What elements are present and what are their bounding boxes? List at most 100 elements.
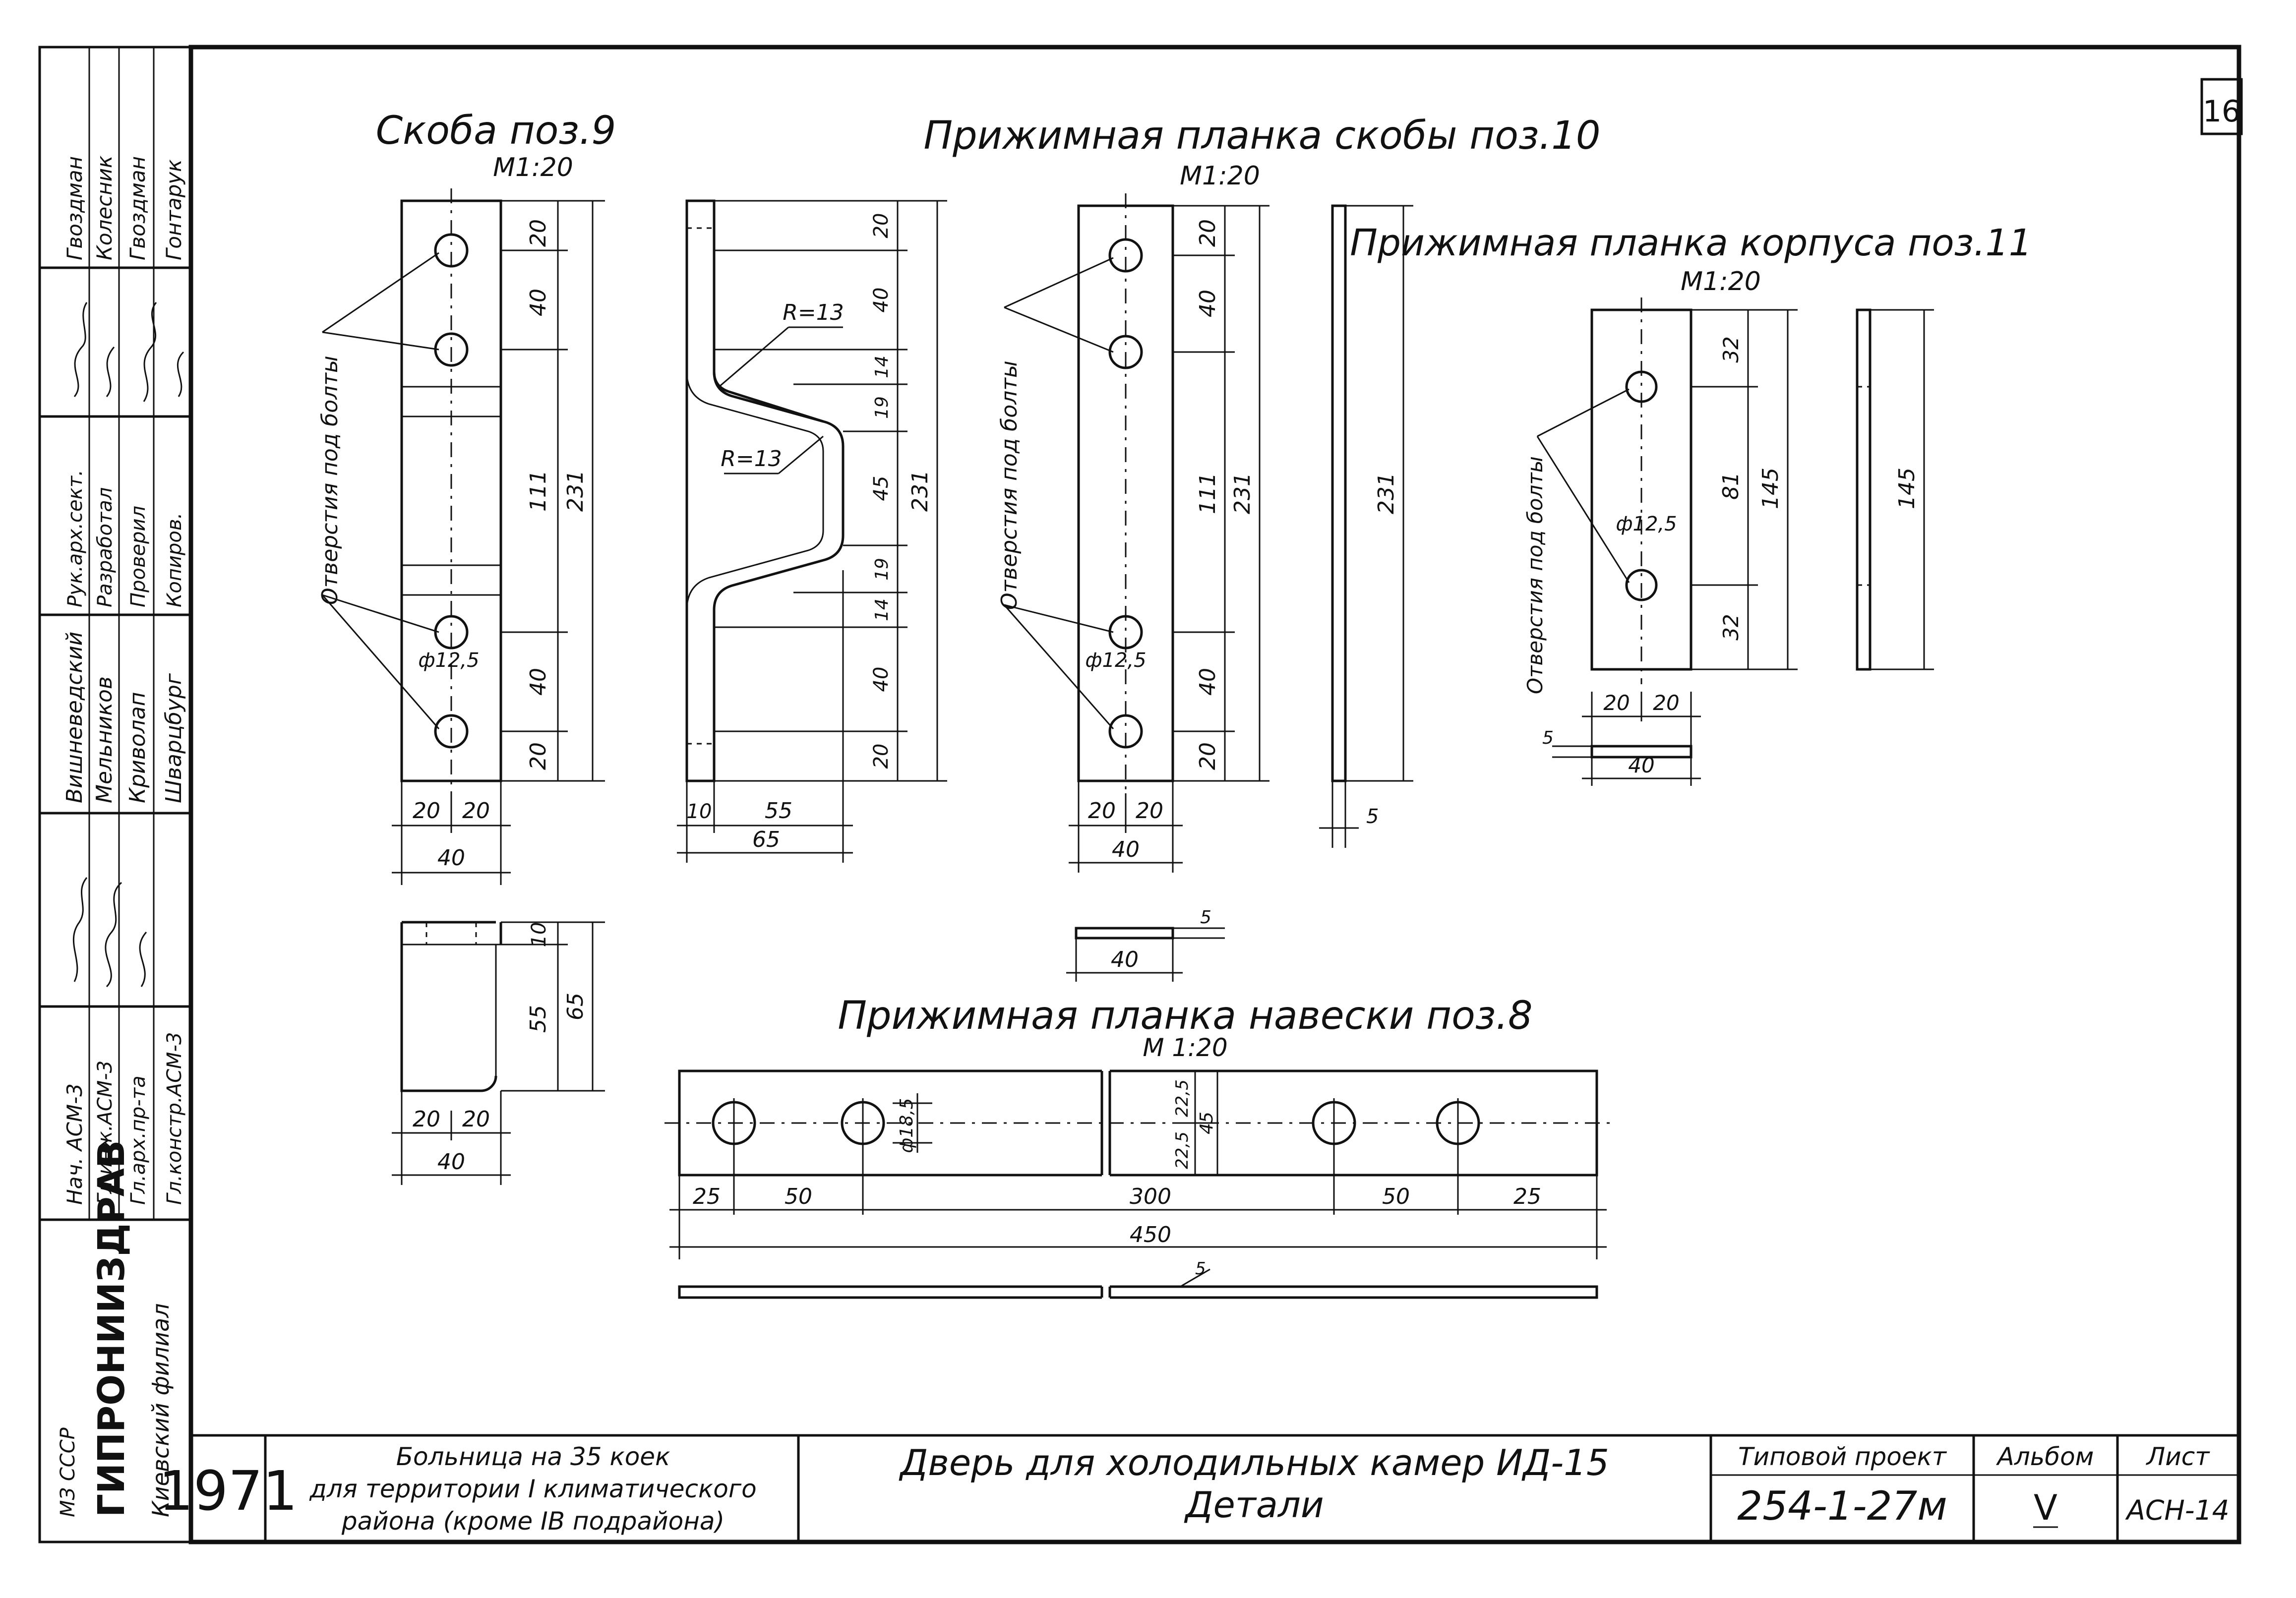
planka8-dim-b3: 300 bbox=[1130, 1184, 1171, 1209]
sheet-number-box: 16 bbox=[2200, 78, 2243, 135]
skoba-top-dim-total: 65 bbox=[563, 993, 588, 1020]
planka8-dim-b5: 25 bbox=[1513, 1184, 1541, 1209]
side-dim-9: 20 bbox=[870, 744, 893, 769]
view-skoba-front: Скоба поз.9 М1:20 Отверстия под болты ф1… bbox=[317, 109, 616, 885]
planka11-dim-total: 145 bbox=[1758, 468, 1783, 509]
side-dim-width: 65 bbox=[752, 827, 780, 852]
view-skoba-side: R=13 R=13 20 40 14 19 45 19 14 40 20 231… bbox=[677, 199, 947, 863]
planka8-dim-r2: 22,5 bbox=[1172, 1131, 1192, 1169]
skoba-top-dim-r2: 55 bbox=[526, 1005, 551, 1033]
stamp-name-2: Мельников bbox=[92, 676, 117, 803]
planka11-note: Отверстия под болты bbox=[1523, 456, 1547, 694]
signature-mark bbox=[72, 877, 88, 982]
planka10-dim-r1: 20 bbox=[1195, 219, 1220, 247]
side-dim-5: 45 bbox=[870, 476, 893, 501]
skoba-dim-r3: 111 bbox=[526, 470, 551, 512]
sheet-number: 16 bbox=[2203, 94, 2240, 129]
planka10-dim-r3: 111 bbox=[1195, 473, 1220, 514]
sheet-label: Лист bbox=[2146, 1442, 2211, 1471]
planka10-note: Отверстия под болты bbox=[997, 360, 1022, 610]
object-line-1: Больница на 35 коек bbox=[396, 1442, 670, 1471]
planka11-dim-b1: 20 bbox=[1603, 691, 1630, 715]
stamp-name-1: Вишневедский bbox=[62, 632, 87, 803]
planka10-title: Прижимная планка скобы поз.10 bbox=[924, 114, 1601, 158]
album-number: V bbox=[2034, 1487, 2057, 1528]
planka10-dim-r2: 40 bbox=[1195, 290, 1220, 317]
skoba-radius-2: R=13 bbox=[721, 446, 782, 472]
signature-mark bbox=[143, 302, 157, 402]
planka11-title: Прижимная планка корпуса поз.11 bbox=[1350, 222, 2032, 264]
view-skoba-top: 10 55 65 20 20 40 bbox=[392, 921, 605, 1185]
planka11-dim-r3: 32 bbox=[1719, 614, 1743, 640]
side-dim-4: 19 bbox=[872, 396, 892, 419]
planka8-dim-height: 45 bbox=[1197, 1112, 1217, 1134]
planka10-dim-total: 231 bbox=[1230, 473, 1255, 514]
planka8-title: Прижимная планка навески поз.8 bbox=[838, 994, 1532, 1038]
drawing-title: Дверь для холодильных камер ИД-15 bbox=[899, 1442, 1609, 1483]
signature-mark bbox=[106, 347, 115, 397]
skoba-scale: М1:20 bbox=[493, 153, 573, 182]
stamp-role-3: Гл.арх.пр-та bbox=[127, 1075, 150, 1205]
planka10-dim-b1: 20 bbox=[1088, 798, 1116, 824]
skoba-dim-width: 40 bbox=[437, 845, 465, 871]
album-label: Альбом bbox=[1996, 1442, 2094, 1471]
view-planka11: Прижимная планка корпуса поз.11 М1:20 От… bbox=[1350, 222, 2032, 786]
planka10-dim-width: 40 bbox=[1112, 837, 1140, 862]
object-line-2: для территории I климатического bbox=[309, 1475, 756, 1503]
skoba-dim-b2: 20 bbox=[462, 798, 490, 824]
skoba-radius-1: R=13 bbox=[783, 300, 844, 325]
side-dim-8: 40 bbox=[870, 667, 893, 692]
skoba-dim-r5: 20 bbox=[526, 742, 551, 770]
object-line-3: района (кроме IВ подрайона) bbox=[341, 1507, 725, 1536]
planka10-dim-r5: 20 bbox=[1195, 742, 1220, 770]
side-dim-1: 20 bbox=[870, 213, 893, 238]
planka11-dim-r2: 81 bbox=[1718, 472, 1744, 500]
side-dim-3: 14 bbox=[872, 355, 892, 378]
year: 1971 bbox=[159, 1459, 298, 1523]
planka10-side-total: 231 bbox=[1374, 473, 1399, 514]
view-planka8: Прижимная планка навески поз.8 М 1:20 ф1… bbox=[665, 994, 1612, 1302]
planka10-small-thickness: 5 bbox=[1200, 907, 1211, 928]
skoba-dim-r4: 40 bbox=[526, 668, 551, 696]
planka8-dim-b4: 50 bbox=[1382, 1184, 1410, 1209]
skoba-note: Отверстия под болты bbox=[317, 355, 343, 605]
side-dim-6: 19 bbox=[872, 558, 892, 581]
signature-mark bbox=[139, 932, 147, 987]
skoba-dim-b1: 20 bbox=[413, 798, 440, 824]
planka8-hole-label: ф18,5 bbox=[897, 1098, 917, 1153]
stamp-name-6: Колесник bbox=[92, 155, 117, 260]
planka8-thickness: 5 bbox=[1195, 1259, 1206, 1279]
planka8-dim-total: 450 bbox=[1130, 1222, 1171, 1247]
planka11-hole-label: ф12,5 bbox=[1616, 513, 1677, 535]
planka8-dim-b2: 50 bbox=[785, 1184, 812, 1209]
planka10-dim-r4: 40 bbox=[1195, 668, 1220, 696]
stamp-name-3: Криволап bbox=[125, 692, 150, 803]
skoba-hole-label: ф12,5 bbox=[418, 649, 479, 672]
stamp-role-8: Копиров. bbox=[163, 513, 186, 607]
title-block: 1971 Больница на 35 коек для территории … bbox=[159, 1434, 2239, 1542]
planka11-dim-b2: 20 bbox=[1653, 691, 1679, 715]
stamp-role-5: Рук.арх.сект. bbox=[64, 470, 87, 607]
side-dim-b2: 55 bbox=[765, 798, 792, 824]
side-dim-7: 14 bbox=[872, 598, 892, 621]
planka10-hole-label: ф12,5 bbox=[1085, 649, 1146, 672]
drawing-subtitle: Детали bbox=[1184, 1484, 1324, 1526]
side-dim-total: 231 bbox=[907, 470, 933, 512]
planka8-dim-r1: 22,5 bbox=[1172, 1079, 1192, 1117]
side-dim-b1: 10 bbox=[687, 800, 712, 823]
stamp-name-5: Гвоздман bbox=[62, 156, 87, 260]
signature-mark bbox=[105, 882, 122, 988]
planka10-small-width: 40 bbox=[1111, 947, 1139, 972]
planka11-scale: М1:20 bbox=[1681, 267, 1761, 296]
stamp-name-8: Гонтарук bbox=[162, 159, 186, 260]
planka10-dim-b2: 20 bbox=[1136, 798, 1163, 824]
skoba-title: Скоба поз.9 bbox=[376, 109, 616, 153]
stamp-role-1: Нач. АСМ-3 bbox=[62, 1083, 87, 1205]
project-number: 254-1-27м bbox=[1737, 1483, 1947, 1529]
stamp-org-branch: Киевский филиал bbox=[147, 1303, 174, 1517]
planka11-dim-r1: 32 bbox=[1719, 336, 1743, 362]
planka11-side-total: 145 bbox=[1894, 468, 1920, 509]
planka10-scale: М1:20 bbox=[1180, 161, 1260, 191]
planka10-side-thickness: 5 bbox=[1366, 805, 1379, 828]
skoba-dim-total: 231 bbox=[563, 470, 588, 512]
